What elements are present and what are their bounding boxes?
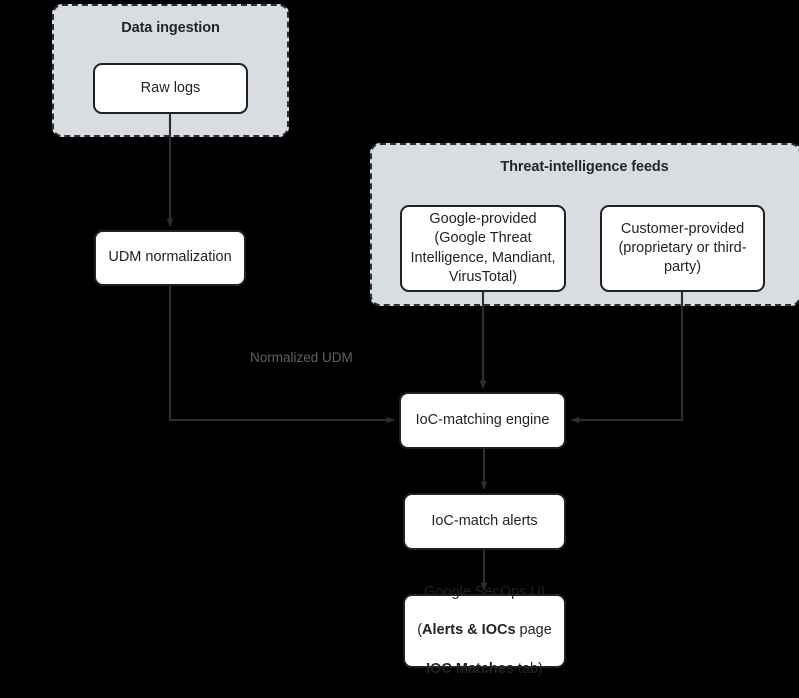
node-ioc-matching-engine-label: IoC-matching engine: [415, 411, 550, 428]
secops-ui-line-3: IOC Matches tab): [413, 660, 556, 679]
secops-ui-alerts-iocs-page-bold: Alerts & IOCs: [422, 622, 516, 639]
edge-label-normalized-udm: Normalized UDM: [250, 350, 353, 365]
secops-ui-ioc-matches-bold: IOC Matches: [426, 660, 514, 677]
node-ioc-match-alerts-label: IoC-match alerts: [431, 512, 538, 529]
group-data-ingestion-title: Data ingestion: [121, 20, 220, 36]
secops-ui-paren-open: (: [417, 622, 423, 639]
node-raw-logs[interactable]: Raw logs: [93, 63, 248, 114]
node-raw-logs-label: Raw logs: [140, 79, 201, 96]
node-customer-provided[interactable]: Customer-provided (proprietary or third-…: [600, 205, 765, 292]
node-ioc-matching-engine[interactable]: IoC-matching engine: [399, 392, 566, 449]
node-google-provided[interactable]: Google-provided (Google Threat Intellige…: [400, 205, 566, 292]
node-google-provided-label: Google-provided (Google Threat Intellige…: [410, 211, 556, 285]
secops-ui-line-2: (Alerts & IOCs page: [413, 621, 556, 640]
node-ioc-match-alerts[interactable]: IoC-match alerts: [403, 493, 566, 550]
edge-customer-provided-to-engine: [571, 291, 684, 424]
node-udm-normalization[interactable]: UDM normalization: [94, 230, 246, 286]
secops-ui-page-word: page: [515, 622, 552, 639]
secops-ui-tab-word: tab): [513, 660, 543, 677]
node-udm-normalization-label: UDM normalization: [108, 249, 232, 266]
flow-diagram: Data ingestion Threat-intelligence feeds: [52, 4, 799, 677]
node-google-secops-ui-label: Google SecOps UI (Alerts & IOCs page IOC…: [413, 564, 556, 698]
secops-ui-line-1: Google SecOps UI: [424, 584, 545, 601]
node-google-secops-ui[interactable]: Google SecOps UI (Alerts & IOCs page IOC…: [403, 584, 566, 677]
group-threat-intelligence-feeds-title: Threat-intelligence feeds: [500, 159, 669, 175]
node-customer-provided-label: Customer-provided (proprietary or third-…: [618, 220, 747, 276]
